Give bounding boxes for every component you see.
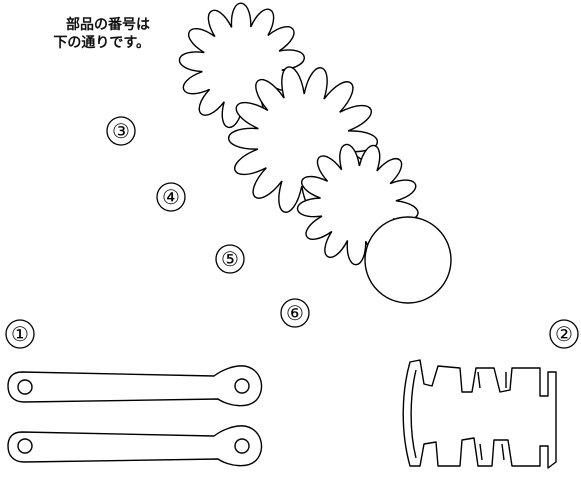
link-bar-part-1-top: [7, 365, 263, 407]
caption: 部品の番号は 下の通りです。: [0, 16, 150, 52]
part-label-3: ③: [106, 116, 136, 146]
part-label-4: ④: [156, 182, 186, 212]
part-label-5-text: ⑤: [221, 247, 239, 271]
part-label-4-text: ④: [162, 185, 180, 209]
caption-line-1: 部品の番号は: [66, 17, 150, 33]
part-label-5: ⑤: [215, 244, 245, 274]
disc-part-6: [364, 216, 452, 304]
part-label-2: ②: [549, 319, 579, 349]
part-label-6: ⑥: [280, 298, 310, 328]
comb-bracket-part-2: [402, 359, 557, 469]
link-bar-part-1-bottom: [7, 425, 263, 467]
part-label-6-text: ⑥: [286, 301, 304, 325]
part-label-3-text: ③: [112, 119, 130, 143]
part-label-1-text: ①: [11, 322, 29, 346]
caption-line-2: 下の通りです。: [53, 35, 150, 51]
part-label-2-text: ②: [555, 322, 573, 346]
part-label-1: ①: [5, 319, 35, 349]
